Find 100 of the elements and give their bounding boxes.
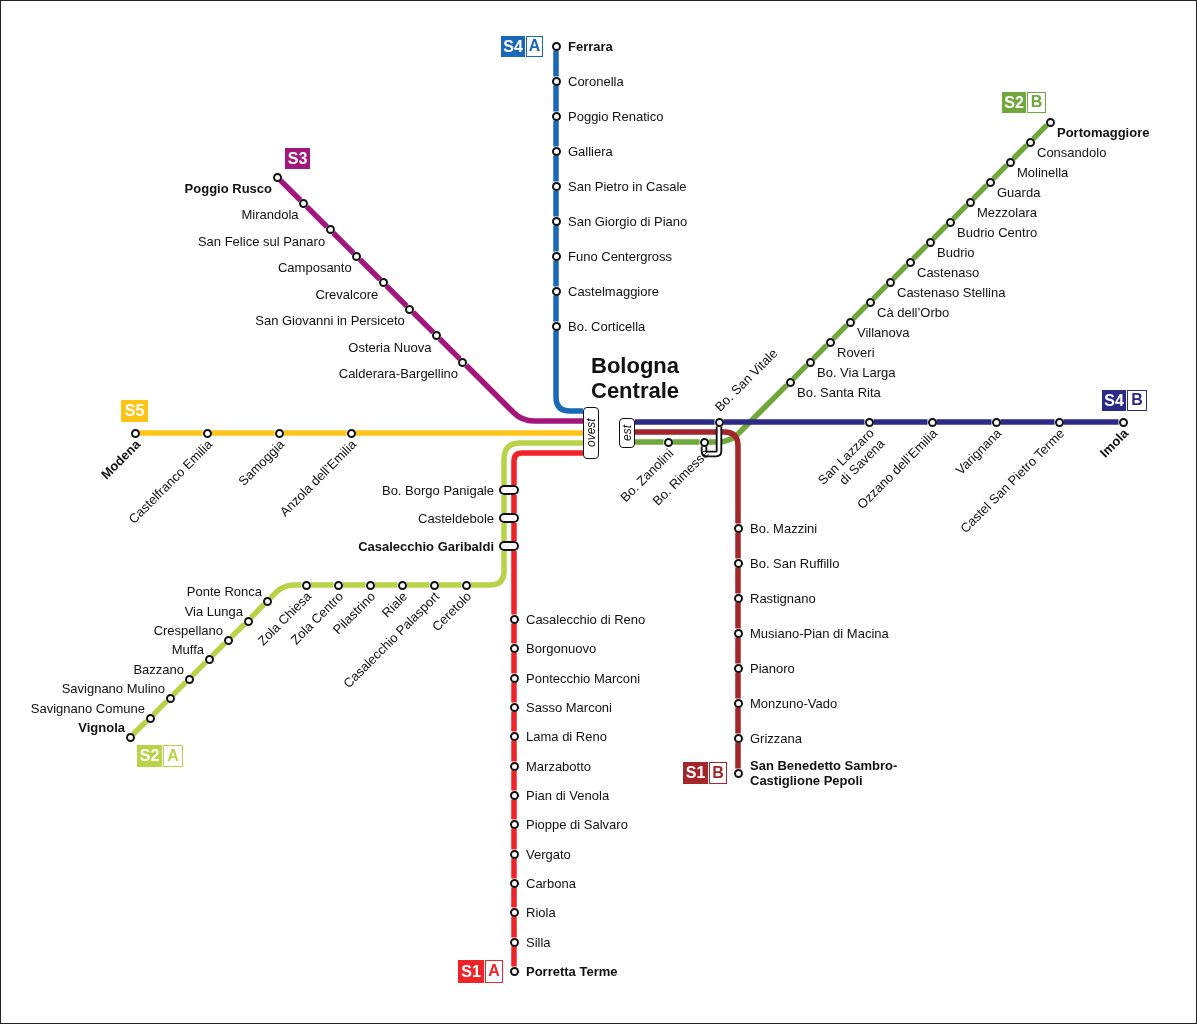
station-name: Grizzana bbox=[750, 730, 803, 746]
station-name: Poggio Renatico bbox=[568, 108, 664, 124]
station-name: Silla bbox=[526, 934, 551, 950]
branch-badge: A bbox=[163, 745, 183, 767]
station-name: Ponte Ronca bbox=[186, 583, 262, 599]
station-name: Savignano Mulino bbox=[61, 680, 165, 696]
station-capsule-icon bbox=[499, 485, 519, 495]
rail-line bbox=[438, 582, 462, 588]
rail-line bbox=[501, 440, 583, 485]
station-name: Bo. San Ruffillo bbox=[750, 555, 840, 571]
station-ring-icon bbox=[733, 628, 743, 638]
station-ring-icon bbox=[1118, 417, 1128, 427]
rail-line bbox=[511, 450, 583, 485]
rail-line bbox=[310, 582, 334, 588]
station-name: Casteldebole bbox=[418, 510, 494, 526]
station-name: Musiano-Pian di Macina bbox=[750, 625, 889, 641]
rail-line bbox=[151, 699, 169, 717]
station-ring-icon bbox=[825, 337, 835, 347]
line-badge: S1 bbox=[458, 960, 484, 983]
station-name: Bo. Borgo Panigale bbox=[381, 482, 494, 498]
station-name: Marzabotto bbox=[526, 758, 592, 774]
station-ring-icon bbox=[509, 878, 519, 888]
station-ring-icon bbox=[299, 198, 309, 208]
rail-line bbox=[268, 582, 302, 600]
station-ring-icon bbox=[346, 428, 356, 438]
rail-line bbox=[355, 430, 583, 436]
station-ring-icon bbox=[378, 278, 388, 288]
station-ring-icon bbox=[274, 428, 284, 438]
station-name: Pontecchio Marconi bbox=[526, 670, 641, 686]
rail-line bbox=[511, 858, 517, 879]
station-name: Bo. Santa Rita bbox=[797, 384, 881, 400]
rail-line bbox=[437, 336, 462, 361]
station-ring-icon bbox=[845, 317, 855, 327]
station-ring-icon bbox=[184, 674, 194, 684]
station-ring-icon bbox=[365, 580, 375, 590]
station-name: Mezzolara bbox=[977, 204, 1037, 220]
station-section-tag: est bbox=[619, 418, 635, 448]
station-name: Bo. Mazzini bbox=[750, 520, 818, 536]
rail-line bbox=[871, 283, 889, 301]
rail-line bbox=[553, 85, 559, 112]
rail-line bbox=[553, 260, 559, 287]
station-ring-icon bbox=[509, 761, 519, 771]
rail-line bbox=[971, 183, 989, 201]
station-capsule-icon bbox=[499, 541, 519, 551]
rail-line bbox=[831, 323, 849, 341]
station-ring-icon bbox=[925, 237, 935, 247]
station-ring-icon bbox=[865, 297, 875, 307]
rail-line bbox=[331, 231, 356, 256]
rail-line bbox=[511, 523, 517, 541]
rail-line bbox=[511, 652, 517, 674]
station-name: Casalecchio di Reno bbox=[526, 611, 646, 627]
station-ring-icon bbox=[130, 428, 140, 438]
station-ring-icon bbox=[551, 181, 561, 191]
station-ring-icon bbox=[985, 177, 995, 187]
rail-line bbox=[951, 203, 969, 221]
station-ring-icon bbox=[551, 216, 561, 226]
rail-line bbox=[249, 602, 266, 620]
rail-line bbox=[511, 799, 517, 820]
branch-badge: B bbox=[1127, 390, 1147, 411]
station-ring-icon bbox=[551, 111, 561, 121]
station-name: Galliera bbox=[568, 143, 613, 159]
station-name: Budrio Centro bbox=[957, 224, 1038, 240]
branch-badge: B bbox=[709, 762, 727, 784]
rail-line bbox=[553, 155, 559, 182]
station-ring-icon bbox=[301, 580, 311, 590]
rail-line bbox=[511, 551, 517, 615]
rail-line bbox=[672, 439, 700, 445]
station-section-tag: ovest bbox=[583, 407, 599, 459]
rail-line bbox=[511, 916, 517, 938]
station-name: Crespellano bbox=[153, 622, 223, 638]
rail-line bbox=[511, 711, 517, 732]
station-name: Pianoro bbox=[750, 660, 795, 676]
station-name: Lama di Reno bbox=[526, 728, 607, 744]
rail-line bbox=[411, 310, 436, 335]
line-badge: S4 bbox=[1102, 390, 1126, 411]
station-name: Pian di Venola bbox=[526, 787, 610, 803]
rail-line bbox=[553, 120, 559, 147]
station-name: Via Lunga bbox=[184, 603, 243, 619]
station-ring-icon bbox=[551, 251, 561, 261]
rail-line bbox=[735, 707, 741, 734]
rail-line bbox=[211, 430, 275, 436]
station-ring-icon bbox=[1005, 157, 1015, 167]
rail-line bbox=[1031, 123, 1049, 141]
station-name: Vergato bbox=[526, 846, 571, 862]
line-badge: S5 bbox=[121, 400, 148, 422]
station-ring-icon bbox=[733, 768, 743, 778]
station-ring-icon bbox=[509, 966, 519, 976]
station-name: Borgonuovo bbox=[526, 640, 597, 656]
station-name: Muffa bbox=[171, 641, 204, 657]
rail-line bbox=[891, 263, 909, 281]
rail-line bbox=[357, 257, 383, 282]
station-name: San Giorgio di Piano bbox=[568, 213, 688, 229]
rail-line bbox=[511, 623, 517, 644]
station-ring-icon bbox=[509, 614, 519, 624]
line-badge: S4 bbox=[501, 36, 525, 57]
station-ring-icon bbox=[352, 251, 362, 261]
station-ring-icon bbox=[733, 523, 743, 533]
rail-line bbox=[464, 363, 583, 424]
station-ring-icon bbox=[509, 643, 519, 653]
station-ring-icon bbox=[551, 321, 561, 331]
